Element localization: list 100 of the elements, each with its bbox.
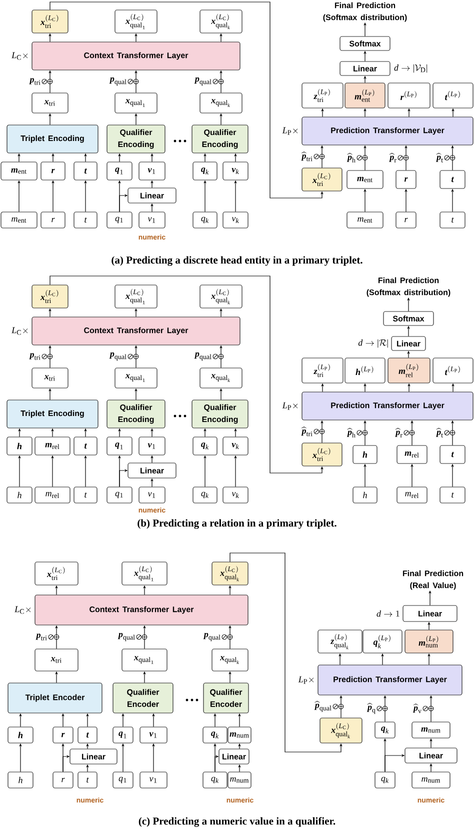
vector-box: $\boldsymbol{x}_{\mathrm{qual}_{1}}^{(L_{\mathrm{C}})}$ xyxy=(114,284,158,308)
vector-box: $q_{1}$ xyxy=(106,486,132,504)
vector-box: $\boldsymbol{v}_{k}$ xyxy=(222,162,248,180)
vector-box: $\boldsymbol{q}_{1}$ xyxy=(106,436,132,456)
prediction-label: Final Prediction (Real Value) xyxy=(402,570,464,590)
arrow xyxy=(50,2,324,198)
edge-label: $\boldsymbol{p}_{\mathrm{qual}}$ xyxy=(194,77,212,86)
vector-box: $r$ xyxy=(40,212,66,228)
vector-box: $v_{k}$ xyxy=(222,486,248,504)
edge-label: $\boldsymbol{p}_{\mathrm{tri}}$ xyxy=(29,352,42,360)
vector-box: $\boldsymbol{x}_{\mathrm{qual}_{k}}$ xyxy=(200,368,242,388)
edge-label: $\widehat{\boldsymbol{p}}_{\mathrm{t}}$ xyxy=(436,152,444,163)
vector-box: $\boldsymbol{z}_{\mathrm{tri}}^{(L_{\mathrm{P}})}$ xyxy=(302,358,344,384)
output-size-label: $d\rightarrow|\mathcal{R}|$ xyxy=(358,339,388,348)
vector-box: $h$ xyxy=(6,486,32,504)
vector-box: $\boldsymbol{x}_{\mathrm{qual}_{k}}^{(L_{\mathrm{C}})}$ xyxy=(200,284,242,308)
edge-label: $\widehat{\boldsymbol{p}}_{\mathrm{r}}$ xyxy=(395,428,404,438)
prediction-label: Final Prediction (Softmax distribution) xyxy=(323,2,407,22)
layer-count-label: $L_{\mathrm{P}}\times$ xyxy=(282,127,298,135)
vector-box: $\boldsymbol{x}_{\mathrm{qual}_{1}}^{(L_{\mathrm{C}})}$ xyxy=(122,562,168,586)
encoder-box: Triplet Encoding xyxy=(6,124,98,154)
edge-label: $\boldsymbol{p}_{\mathrm{qual}}$ xyxy=(118,632,136,642)
vector-box: $\boldsymbol{x}_{\mathrm{tri}}$ xyxy=(34,648,78,672)
layer-count-label: $L_{\mathrm{P}}\times$ xyxy=(298,676,314,684)
transformer-layer-box: Context Transformer Layer xyxy=(32,316,240,346)
vector-box: $m_{\mathrm{rel}}$ xyxy=(34,486,70,504)
vector-box: $\boldsymbol{x}_{\mathrm{tri}}$ xyxy=(32,92,68,114)
softmax-box: Softmax xyxy=(383,311,434,326)
edge-label: $\boldsymbol{p}_{\mathrm{qual}}$ xyxy=(194,352,212,361)
vector-box: $\boldsymbol{v}_{1}$ xyxy=(138,162,166,180)
vector-box: $\boldsymbol{x}_{\mathrm{qual}_{k}}^{(L_{\mathrm{C}})}$ xyxy=(320,718,362,744)
edge-label: $\widehat{\boldsymbol{p}}_{\mathrm{v}}$ xyxy=(412,704,422,714)
edge-label: $\widehat{\boldsymbol{p}}_{\mathrm{r}}$ xyxy=(389,152,398,163)
transformer-layer-box: Prediction Transformer Layer xyxy=(318,664,462,696)
vector-box: $\boldsymbol{x}_{\mathrm{qual}_{k}}$ xyxy=(200,92,242,114)
encoder-box: Qualifier Encoder xyxy=(203,682,249,714)
layer-count-label: $L_{\mathrm{C}}\times$ xyxy=(14,606,31,614)
edge-label: $\widehat{\boldsymbol{p}}_{\mathrm{tri}}$ xyxy=(301,152,314,162)
vector-box: $\boldsymbol{x}_{\mathrm{qual}_{k}}^{(L_{\mathrm{C}})}$ xyxy=(200,10,242,34)
vector-box: $\boldsymbol{x}_{\mathrm{tri}}^{(L_{\mathrm{C}})}$ xyxy=(302,168,342,192)
vector-box: $\boldsymbol{t}^{(L_{\mathrm{P}})}$ xyxy=(432,358,474,384)
vector-box: $q_{1}$ xyxy=(106,212,132,228)
linear-box: Linear xyxy=(391,336,426,351)
layer-count-label: $L_{\mathrm{C}}\times$ xyxy=(12,327,28,335)
softmax-box: Softmax xyxy=(340,36,390,51)
vector-box: $\boldsymbol{m}_{\mathrm{rel}}$ xyxy=(34,436,70,456)
vector-box: $q_{k}$ xyxy=(192,212,218,228)
vector-box: $\boldsymbol{t}$ xyxy=(440,170,466,189)
vector-box: $m_{\mathrm{ent}}$ xyxy=(346,212,384,228)
vector-box: $t$ xyxy=(74,212,98,228)
vector-box: $\boldsymbol{x}_{\mathrm{qual}_{1}}$ xyxy=(114,368,158,388)
linear-box: Linear xyxy=(340,61,390,76)
vector-box: $\boldsymbol{h}^{(L_{\mathrm{P}})}$ xyxy=(344,358,386,384)
vector-box: $v_{1}$ xyxy=(138,486,166,504)
encoder-box: Triplet Encoder xyxy=(8,682,102,714)
vector-box: $q_{k}$ xyxy=(374,772,396,788)
vector-box: $q_{k}$ xyxy=(202,772,228,788)
linear-box: Linear xyxy=(128,462,176,478)
vector-box: $\boldsymbol{x}_{\mathrm{qual}_{k}}^{(L_{\mathrm{C}})}$ xyxy=(212,562,248,586)
vector-box: $\boldsymbol{r}$ xyxy=(40,162,66,180)
encoder-box: Qualifier Encoding xyxy=(106,400,166,428)
vector-box: $\boldsymbol{m}_{\mathrm{rel}}$ xyxy=(396,445,428,464)
vector-box: $\boldsymbol{x}_{\mathrm{qual}_{1}}$ xyxy=(114,92,158,114)
encoder-box: Qualifier Encoding xyxy=(106,124,166,154)
vector-box: $\boldsymbol{q}_{k}$ xyxy=(202,726,228,744)
vector-box: $\boldsymbol{x}_{\mathrm{tri}}^{(L_{\mathrm{C}})}$ xyxy=(34,562,78,586)
edge-label: $\widehat{\boldsymbol{p}}_{\mathrm{tri}}$ xyxy=(301,426,314,436)
vector-box: $q_{1}$ xyxy=(112,772,134,788)
vector-box: $\boldsymbol{t}$ xyxy=(440,445,466,464)
vector-box: $r$ xyxy=(396,212,416,228)
edge-label: $\boldsymbol{p}_{\mathrm{tri}}$ xyxy=(36,633,48,641)
vector-box: $\boldsymbol{h}$ xyxy=(6,436,32,456)
vector-box: $\boldsymbol{m}_{\mathrm{ent}}$ xyxy=(346,170,384,189)
vector-box: $\boldsymbol{r}$ xyxy=(396,170,416,189)
vector-box: $\boldsymbol{x}_{\mathrm{qual}_{1}}^{(L_{\mathrm{C}})}$ xyxy=(114,10,158,34)
vector-box: $\boldsymbol{t}$ xyxy=(74,162,98,180)
encoder-box: Triplet Encoding xyxy=(6,400,98,428)
linear-box: Linear xyxy=(404,748,458,764)
edge-label: $\boldsymbol{p}_{\mathrm{qual}}$ xyxy=(109,352,128,361)
linear-box: Linear xyxy=(218,748,250,764)
vector-box: $\boldsymbol{v}_{1}$ xyxy=(138,436,166,456)
vector-box: $\boldsymbol{t}$ xyxy=(78,726,98,744)
vector-box: $t$ xyxy=(74,486,98,504)
encoder-box: Qualifier Encoding xyxy=(192,124,248,154)
vector-box: $h$ xyxy=(8,772,34,788)
vector-box: $\boldsymbol{h}$ xyxy=(352,445,378,464)
vector-box: $\boldsymbol{m}_{\mathrm{num}}$ xyxy=(228,726,252,744)
arrow xyxy=(50,276,324,474)
edge-label: $\boldsymbol{p}_{\mathrm{tri}}$ xyxy=(29,78,42,86)
edge-label: $\widehat{\boldsymbol{p}}_{\mathrm{h}}$ xyxy=(346,428,356,438)
output-size-label: $d\rightarrow|\mathcal{V}_{\mathrm{D}}|$ xyxy=(394,64,428,73)
vector-box: $\boldsymbol{x}_{\mathrm{tri}}^{(L_{\mathrm{C}})}$ xyxy=(32,10,68,34)
transformer-layer-box: Context Transformer Layer xyxy=(34,594,248,626)
vector-box: $\boldsymbol{x}_{\mathrm{tri}}$ xyxy=(32,368,68,388)
vector-box: $\boldsymbol{q}_{k}^{(L_{\mathrm{P}})}$ xyxy=(362,630,402,654)
transformer-layer-box: Context Transformer Layer xyxy=(32,42,240,70)
vector-box: $m_{\mathrm{ent}}$ xyxy=(0,212,38,228)
vector-box: $\boldsymbol{v}_{k}$ xyxy=(222,436,248,456)
subfigure-caption: (b) Predicting a relation in a primary triplet. xyxy=(138,519,336,529)
vector-box: $\boldsymbol{x}_{\mathrm{tri}}^{(L_{\mathrm{C}})}$ xyxy=(32,284,68,308)
